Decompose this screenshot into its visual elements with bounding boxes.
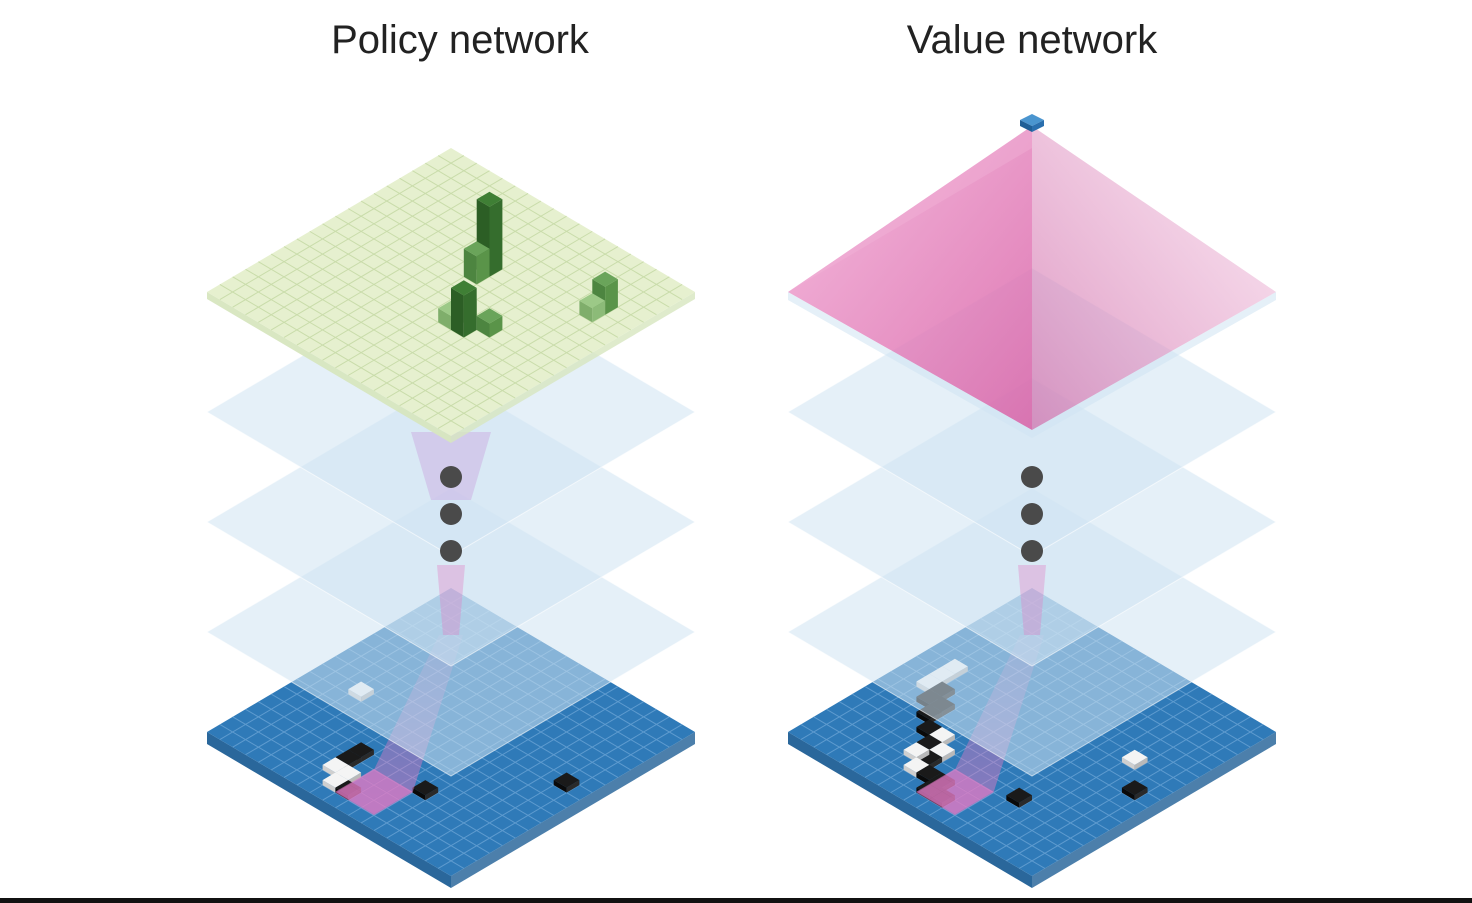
- value-stone-white-face-top: [1121, 749, 1148, 765]
- policy-output-map-side-left: [207, 292, 451, 443]
- ellipsis-dot: [1021, 503, 1043, 525]
- policy-stone-black-face-left: [553, 780, 567, 793]
- value-stone-black-face-top: [1006, 787, 1032, 803]
- policy-input-board-side-right: [451, 732, 695, 888]
- policy-stone-black: [553, 772, 580, 793]
- policy-probability-bar-face-right: [605, 279, 618, 315]
- policy-probability-bar-face-top: [451, 280, 477, 296]
- policy-network-title: Policy network: [331, 18, 589, 62]
- policy-probability-bar-face-left: [438, 308, 451, 330]
- policy-probability-bar: [463, 241, 490, 285]
- value-input-board-side-right: [1032, 732, 1276, 888]
- policy-probability-bar-face-right: [592, 300, 606, 323]
- policy-probability-bar-face-right: [489, 315, 503, 338]
- policy-stone-black-face-top: [412, 780, 439, 796]
- policy-stone-black-face-right: [348, 757, 362, 770]
- policy-probability-bar-face-left: [451, 287, 464, 338]
- policy-probability-bar-face-right: [489, 199, 503, 277]
- value-network: [787, 114, 1277, 888]
- value-scalar-output: [1020, 114, 1044, 132]
- value-stone-black-face-top: [916, 749, 943, 765]
- ellipsis-dot: [1021, 466, 1043, 488]
- value-stone-white-face-right: [1134, 757, 1148, 770]
- value-stone-white-face-top: [929, 742, 955, 758]
- value-stone-white-face-left: [903, 749, 917, 763]
- value-pyramid-face-back: [788, 126, 1032, 292]
- policy-stone-black-face-right: [425, 787, 439, 801]
- policy-stone-white-face-top: [322, 757, 349, 773]
- policy-stone-black-face-top: [553, 772, 580, 788]
- policy-stone-black-face-right: [566, 780, 580, 793]
- policy-probability-bar: [579, 293, 606, 323]
- value-stone-black-face-left: [1121, 787, 1135, 801]
- policy-lower-beam: [437, 565, 465, 635]
- value-pyramid-face-left: [788, 126, 1032, 430]
- policy-probability-bar-face-top: [579, 293, 606, 309]
- value-stone-white-face-left: [1121, 757, 1135, 770]
- ellipsis-dot: [440, 503, 462, 525]
- policy-probability-bar: [451, 280, 477, 338]
- value-stone-black-face-top: [916, 719, 943, 735]
- policy-stone-white-face-top: [335, 764, 362, 781]
- value-stone-white-face-right: [916, 749, 930, 763]
- value-stone-black: [1006, 787, 1032, 808]
- policy-stone-black: [412, 780, 439, 801]
- policy-probability-bar-face-top: [463, 241, 490, 257]
- value-stone-white-face-top: [929, 727, 955, 743]
- policy-input-board-side-left: [207, 732, 451, 888]
- policy-stone-black-face-right: [361, 749, 374, 763]
- value-stone-black-face-left: [916, 727, 930, 740]
- ellipsis-dot: [1021, 540, 1043, 562]
- policy-stone-black-face-left: [412, 787, 426, 801]
- ellipsis-dot: [440, 540, 462, 562]
- policy-stone-black-face-top: [335, 749, 362, 765]
- policy-probability-bar: [476, 308, 503, 338]
- value-stone-white-face-right: [942, 749, 955, 763]
- value-pyramid-face-right: [1032, 126, 1276, 430]
- value-stone-white: [1121, 749, 1148, 770]
- value-lower-beam: [1018, 565, 1046, 635]
- value-stone-black: [1121, 780, 1148, 801]
- value-stone-black-face-top: [1121, 780, 1148, 796]
- value-stone-white-face-right: [942, 734, 955, 748]
- policy-stone-black-face-top: [348, 742, 374, 758]
- policy-probability-bar-face-left: [476, 315, 490, 338]
- value-stone-black-face-right: [929, 757, 943, 770]
- value-stone-black-face-left: [1006, 795, 1020, 808]
- value-stone-black-face-right: [1134, 787, 1148, 801]
- policy-stone-white-face-left: [322, 780, 336, 793]
- value-network-title: Value network: [906, 18, 1158, 62]
- policy-probability-bar-face-right: [463, 287, 477, 338]
- policy-output-map-side-right: [451, 292, 695, 443]
- policy-probability-bar-face-left: [463, 248, 477, 285]
- policy-probability-bar-face-top: [592, 271, 618, 287]
- bottom-rule: [0, 898, 1472, 903]
- value-stone-white-face-top: [903, 742, 930, 758]
- policy-network: [206, 148, 696, 888]
- value-stone-black-face-left: [916, 711, 930, 725]
- scalar-left: [1020, 120, 1032, 132]
- value-stone-black-face-left: [916, 772, 930, 786]
- policy-stone-white-face-top: [322, 772, 349, 788]
- scalar-right: [1032, 120, 1044, 132]
- value-stone-black-face-top: [916, 764, 943, 781]
- value-stone-black-face-right: [1019, 795, 1032, 808]
- policy-probability-bar-face-top: [476, 308, 503, 324]
- value-stone-white-face-left: [903, 764, 917, 778]
- policy-probability-bar-face-left: [579, 300, 593, 323]
- policy-probability-bar-face-right: [476, 248, 490, 285]
- policy-probability-bar-face-top: [476, 191, 503, 207]
- value-stone-black-face-top: [916, 734, 943, 750]
- policy-output-map-grid: [219, 155, 683, 429]
- ellipsis-dot: [440, 466, 462, 488]
- value-stone-white-face-top: [903, 757, 930, 773]
- policy-stone-white-face-left: [322, 764, 336, 778]
- policy-stone-white-face-right: [348, 772, 362, 786]
- value-input-board-side-left: [788, 732, 1032, 888]
- value-stone-white: [903, 742, 930, 763]
